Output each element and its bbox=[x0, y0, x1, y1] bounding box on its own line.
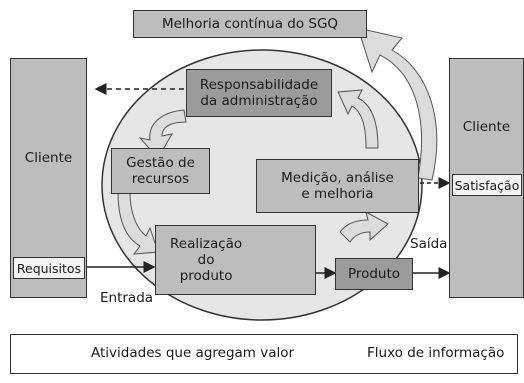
management-label: Responsabilidade da administração bbox=[199, 76, 319, 109]
resource-management-box: Gestão de recursos bbox=[111, 148, 210, 194]
curve-arrow-measurement-to-mgmt bbox=[337, 89, 379, 149]
title-text: Melhoria contínua do SGQ bbox=[161, 15, 339, 32]
legend-value-adding-label: Atividades que agregam valor bbox=[91, 345, 295, 361]
realization-label: Realização do produto bbox=[170, 235, 243, 285]
client-right-label: Cliente bbox=[462, 119, 511, 135]
satisfaction-box: Satisfação bbox=[452, 174, 522, 196]
curve-arrow-realization-to-measurement bbox=[339, 211, 389, 243]
product-label: Produto bbox=[347, 265, 401, 282]
requirements-box: Requisitos bbox=[13, 257, 85, 279]
product-realization-box: Realização do produto bbox=[155, 225, 316, 295]
legend-info-flow-label: Fluxo de informação bbox=[367, 345, 505, 361]
output-label: Saída bbox=[410, 236, 448, 252]
management-responsibility-box: Responsabilidade da administração bbox=[186, 69, 332, 117]
input-label: Entrada bbox=[100, 290, 154, 306]
curve-arrow-resources-to-realization bbox=[117, 191, 159, 255]
product-box: Produto bbox=[335, 258, 413, 290]
measurement-label: Medição, análise e melhoria bbox=[281, 169, 394, 202]
curve-arrow-top bbox=[357, 27, 438, 181]
measurement-analysis-box: Medição, análise e melhoria bbox=[256, 159, 419, 213]
curve-arrow-mgmt-to-resources bbox=[138, 109, 187, 159]
requirements-label: Requisitos bbox=[16, 260, 82, 276]
continuous-improvement-title: Melhoria contínua do SGQ bbox=[133, 10, 367, 38]
legend: Atividades que agregam valor Fluxo de in… bbox=[10, 334, 518, 374]
resources-label: Gestão de recursos bbox=[126, 154, 195, 187]
client-left-label: Cliente bbox=[24, 149, 73, 166]
satisfaction-label: Satisfação bbox=[454, 177, 520, 193]
